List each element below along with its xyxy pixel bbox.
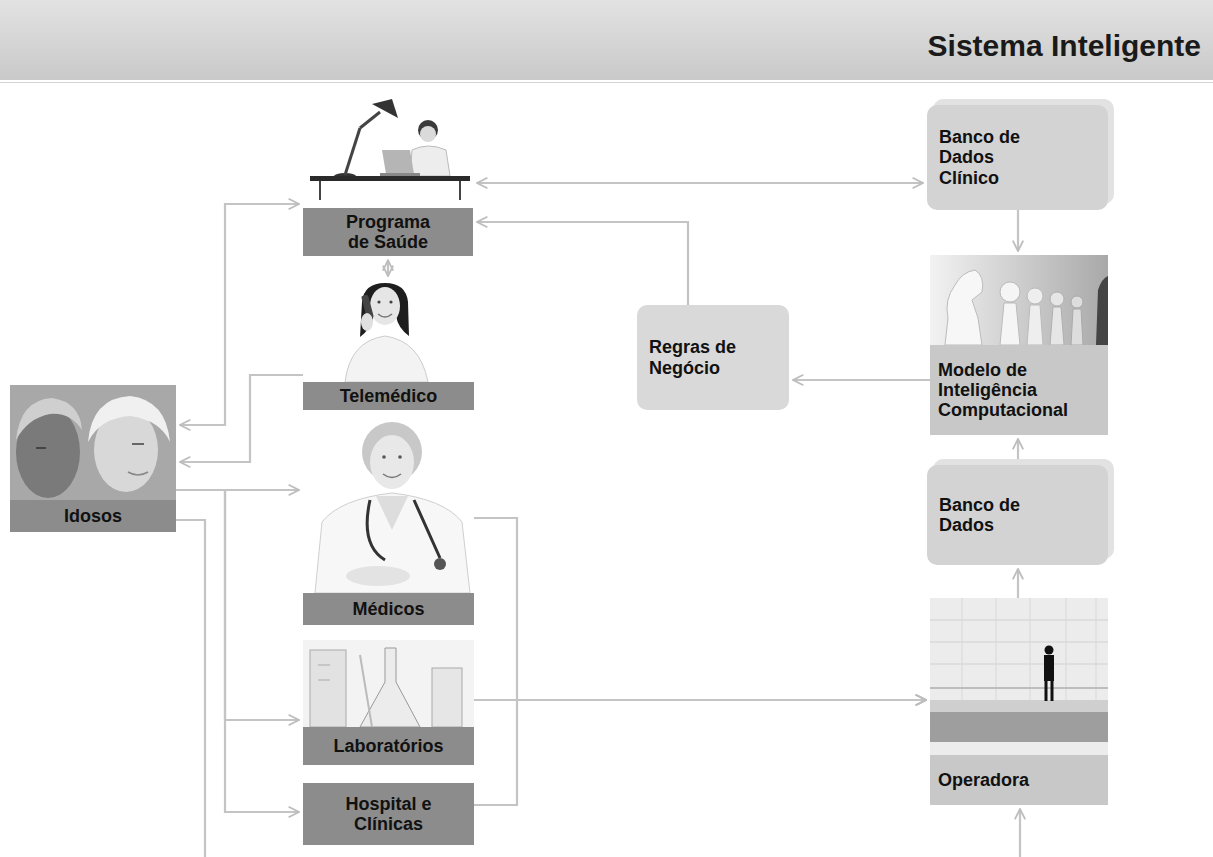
photo-area — [930, 255, 1108, 345]
node-label: Laboratórios — [333, 736, 443, 756]
connector-arrow — [176, 490, 299, 812]
rounded-box: Banco de Dados Clínico — [927, 105, 1108, 210]
connector-arrow — [474, 700, 926, 805]
photo-labelled-node: Idosos — [10, 385, 176, 532]
label-bar: Idosos — [10, 500, 176, 532]
label-bar: Laboratórios — [303, 727, 474, 765]
photo-area — [10, 385, 176, 500]
photo-labelled-node: Modelo de Inteligência Computacional — [930, 255, 1108, 435]
node-label: Programa de Saúde — [338, 212, 438, 252]
diagram-title: Sistema Inteligente — [928, 29, 1201, 64]
node-label: Operadora — [938, 770, 1029, 790]
node-label: Modelo de Inteligência Computacional — [938, 360, 1100, 420]
photo-labelled-node: Hospital e Clínicas — [303, 783, 474, 845]
laboratory-glassware-photo — [303, 640, 474, 727]
chess-pieces-photo — [930, 255, 1108, 345]
connector-arrow — [1017, 210, 1019, 251]
elderly-couple-photo — [10, 385, 176, 500]
label-bar: Telemédico — [303, 382, 474, 410]
photo-labelled-node: Médicos — [303, 420, 474, 625]
label-bar: Operadora — [930, 755, 1108, 805]
doctor-photo — [303, 420, 474, 593]
connector-arrow — [477, 222, 688, 305]
rounded-box: Banco de Dados — [927, 465, 1108, 565]
node-label: Idosos — [64, 506, 122, 526]
office-building-photo — [930, 598, 1108, 755]
node-label: Regras de Negócio — [649, 337, 777, 377]
photo-area — [930, 598, 1108, 755]
rounded-box: Regras de Negócio — [637, 305, 789, 410]
desk-photo — [303, 99, 473, 208]
photo-area — [303, 100, 473, 208]
connector-arrow — [176, 520, 1020, 857]
photo-area — [303, 280, 474, 382]
node-label: Telemédico — [340, 386, 438, 406]
telephone-nurse-photo — [303, 280, 474, 382]
photo-area — [303, 640, 474, 727]
connector-arrow — [387, 260, 389, 276]
connector-arrow — [180, 204, 299, 425]
node-label: Médicos — [352, 599, 424, 619]
photo-labelled-node: Operadora — [930, 598, 1108, 805]
label-bar: Modelo de Inteligência Computacional — [930, 345, 1108, 435]
connector-arrow — [1017, 569, 1019, 598]
header-band — [0, 0, 1213, 83]
photo-labelled-node: Telemédico — [303, 280, 474, 410]
label-bar: Programa de Saúde — [303, 208, 473, 256]
connector-arrow — [180, 375, 303, 462]
label-bar: Médicos — [303, 593, 474, 625]
photo-labelled-node: Programa de Saúde — [303, 100, 473, 256]
connector-arrow — [176, 490, 299, 720]
connector-arrow — [477, 182, 923, 184]
connector-arrow — [793, 379, 930, 381]
connector-arrow — [1017, 439, 1019, 465]
connector-arrow — [474, 518, 926, 700]
node-label: Banco de Dados — [939, 495, 1049, 535]
photo-labelled-node: Laboratórios — [303, 640, 474, 765]
node-label: Banco de Dados Clínico — [939, 127, 1049, 187]
node-label: Hospital e Clínicas — [345, 794, 433, 834]
photo-area — [303, 420, 474, 593]
label-bar: Hospital e Clínicas — [303, 783, 474, 845]
